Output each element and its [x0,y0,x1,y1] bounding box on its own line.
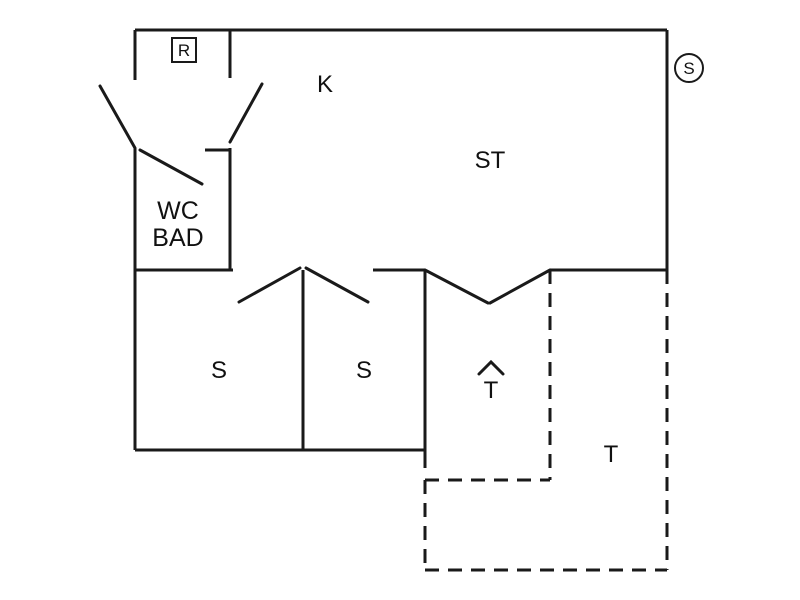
roof-arrow-icon [477,359,505,376]
door-kitchen-right [228,82,264,144]
door-bedroom-1 [237,266,302,304]
interior-walls [135,30,667,468]
bedroom-1-label: S [211,357,227,384]
terrace-outlines [423,270,669,572]
r-symbol: R [171,37,197,63]
terrace-open-label: T [604,441,619,468]
doors [98,82,552,305]
door-wc [138,148,204,186]
outer-walls [133,28,669,452]
door-bedroom-2 [304,266,370,304]
s-circle-symbol: S [674,53,704,83]
living-room-label: ST [475,147,506,174]
kitchen-label: K [317,71,333,98]
bedroom-2-label: S [356,357,372,384]
door-terrace-left [423,268,490,305]
bathroom-label: BAD [152,224,203,252]
door-kitchen-left [98,84,137,150]
door-terrace-right [488,268,552,305]
r-symbol-label: R [178,41,190,60]
terrace-covered-label: T [484,377,499,404]
s-circle-label: S [683,59,694,78]
wc-label: WC [157,197,199,225]
